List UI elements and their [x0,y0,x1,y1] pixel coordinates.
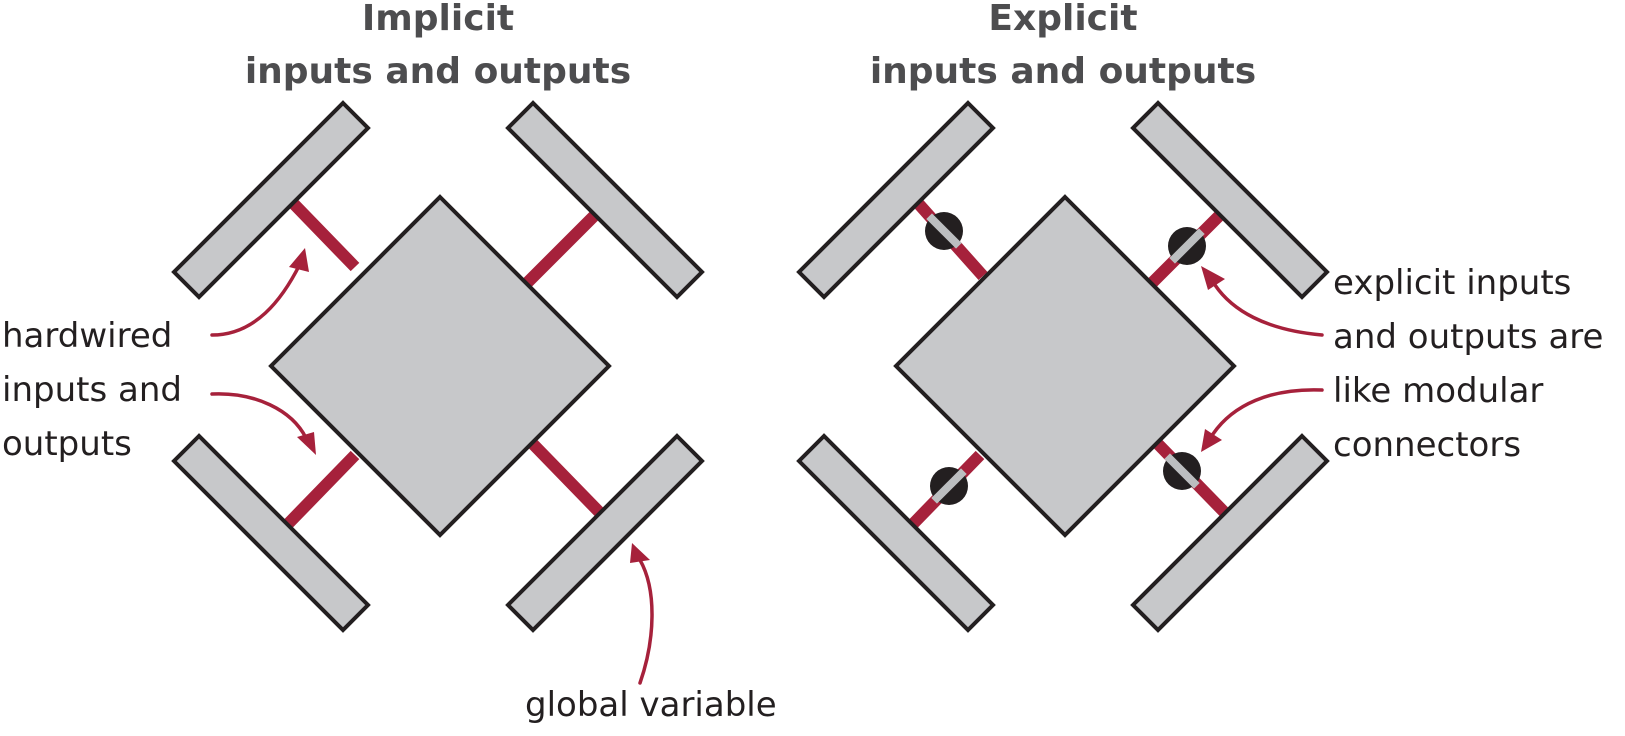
hardwired-arrow-lower [210,392,308,440]
hardwired-arrowhead-upper [289,248,309,272]
global-variable-arrow [638,558,654,685]
modular-arrow-upper [1213,283,1324,337]
implicit-plate-top-left [171,100,371,300]
hardwired-annotation: hardwired inputs and outputs [2,248,316,464]
hardwired-label-line2: inputs and [2,370,182,410]
implicit-wire-top-left [287,197,360,272]
modular-arrowhead-upper [1201,266,1225,290]
connector-bottom-left [930,467,968,505]
implicit-plate-bottom-left [171,433,371,633]
implicit-plate-bottom-right [505,433,705,633]
modular-annotation: explicit inputs and outputs are like mod… [1201,263,1603,465]
modular-arrowhead-lower [1201,429,1222,452]
hardwired-label-line3: outputs [2,424,132,464]
hardwired-arrow-upper [210,262,302,337]
implicit-wire-bottom-left [282,450,360,530]
connector-bottom-right [1163,452,1201,490]
implicit-panel: Implicit inputs and outputs [171,0,705,633]
explicit-plate-top-left [796,100,996,300]
explicit-plate-top-right [1130,100,1330,300]
implicit-plate-top-right [505,100,705,300]
explicit-title-line1: Explicit [988,0,1137,39]
modular-arrow-lower [1211,388,1324,436]
explicit-plate-bottom-right [1130,433,1330,633]
hardwired-label-line1: hardwired [2,316,172,356]
explicit-panel: Explicit inputs and outputs [796,0,1330,633]
implicit-title-line1: Implicit [362,0,514,39]
explicit-plate-bottom-left [796,433,996,633]
connector-top-right [1168,227,1206,265]
implicit-core-module [268,194,612,538]
global-variable-arrowhead [630,543,650,563]
modular-label-line3: like modular [1333,371,1543,411]
modular-label-line4: connectors [1333,425,1521,465]
implicit-wire-bottom-right [527,438,608,521]
explicit-core-module [893,194,1237,538]
connector-top-left [925,212,963,250]
implicit-wire-top-right [520,208,602,290]
hardwired-arrowhead-lower [297,432,316,455]
explicit-title-line2: inputs and outputs [870,51,1256,92]
implicit-title-line2: inputs and outputs [245,51,631,92]
global-variable-label: global variable [525,685,777,725]
global-variable-annotation: global variable [525,543,777,725]
modular-label-line2: and outputs are [1333,317,1603,357]
modular-label-line1: explicit inputs [1333,263,1571,303]
